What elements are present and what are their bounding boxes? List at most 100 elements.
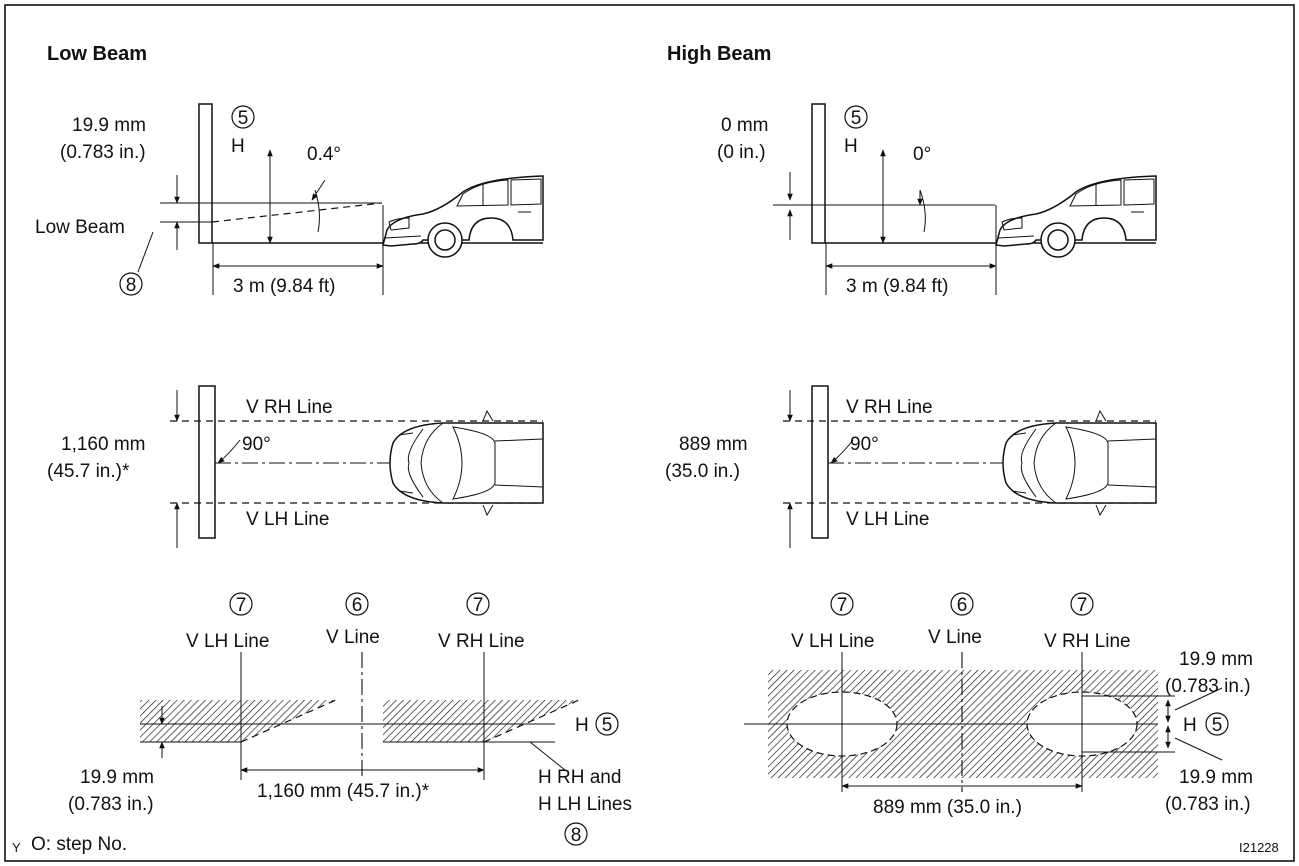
beam-dashed-line <box>211 202 383 223</box>
step-7-number-b: 7 <box>1077 595 1088 616</box>
v-rh-label: V RH Line <box>246 397 333 418</box>
hatch-left <box>140 700 336 742</box>
offset-in: (0 in.) <box>717 142 766 163</box>
cutoff-right-slope <box>483 699 580 743</box>
low-beam-side-view: 19.9 mm (0.783 in.) 5 H 0.4° Low Beam 8 … <box>35 103 544 297</box>
step-5-circle <box>844 105 868 129</box>
angle-label: 0° <box>913 144 931 165</box>
step-6-number: 6 <box>957 595 968 616</box>
step-8-leader <box>137 231 154 273</box>
step-8-number: 8 <box>126 275 137 296</box>
v-lh-label: V LH Line <box>846 509 929 530</box>
offset-mm: 19.9 mm <box>80 767 154 788</box>
distance-label: 3 m (9.84 ft) <box>233 276 335 297</box>
h-label: H <box>1183 715 1197 736</box>
step-7-circle-a <box>229 592 253 616</box>
high-beam-screen-pattern: 7 6 7 V LH Line V Line V RH Line 19.9 mm… <box>744 592 1253 818</box>
width-in: (35.0 in.) <box>665 461 740 482</box>
angle-pointer <box>311 179 326 201</box>
spacing-label: 1,160 mm (45.7 in.)* <box>257 781 430 802</box>
width-mm: 889 mm <box>679 434 748 455</box>
step-7-number-b: 7 <box>473 595 484 616</box>
offset-in: (0.783 in.) <box>60 142 146 163</box>
screen-wall <box>198 385 216 539</box>
v-rh-label: V RH Line <box>1044 631 1131 652</box>
step-8-circle <box>564 822 588 846</box>
step-6-circle <box>950 592 974 616</box>
angle-90-label: 90° <box>850 434 879 455</box>
width-mm: 1,160 mm <box>61 434 145 455</box>
hatch-right <box>383 700 579 742</box>
step-5-number: 5 <box>851 108 862 129</box>
bottom-offset-mm: 19.9 mm <box>1179 767 1253 788</box>
step-7-circle-b <box>1070 592 1094 616</box>
high-beam-side-view: 0 mm (0 in.) 5 H 0° 3 m (9.84 ft) <box>717 103 1157 297</box>
spacing-label: 889 mm (35.0 in.) <box>873 797 1022 818</box>
screen-wall <box>811 103 826 244</box>
cutoff-left-slope <box>240 699 337 743</box>
h-rh-lh-label-2: H LH Lines <box>538 794 632 815</box>
step-8-number: 8 <box>571 825 582 846</box>
angle-label: 0.4° <box>307 144 341 165</box>
h-label: H <box>231 136 245 157</box>
low-beam-line-label: Low Beam <box>35 217 125 238</box>
car-side-view <box>382 175 544 258</box>
h-label: H <box>844 136 858 157</box>
v-lh-label: V LH Line <box>791 631 874 652</box>
offset-mm: 0 mm <box>721 115 769 136</box>
step-legend: O: step No. <box>31 834 127 855</box>
step-7-number-a: 7 <box>236 595 247 616</box>
v-line-label: V Line <box>928 627 982 648</box>
v-lh-label: V LH Line <box>246 509 329 530</box>
h-rh-lh-leader <box>529 741 566 771</box>
screen-wall <box>198 103 213 244</box>
v-rh-label: V RH Line <box>438 631 525 652</box>
corner-mark: Y <box>12 840 21 855</box>
low-beam-title: Low Beam <box>47 43 147 65</box>
angle-arc <box>314 189 320 233</box>
step-6-number: 6 <box>352 595 363 616</box>
step-7-number-a: 7 <box>837 595 848 616</box>
footer: Y O: step No. I21228 <box>12 834 1279 855</box>
offset-in: (0.783 in.) <box>68 794 154 815</box>
figure-id: I21228 <box>1239 840 1279 855</box>
high-beam-section: High Beam 0 mm (0 in.) 5 H 0° 3 m (9.84 … <box>665 43 1253 818</box>
width-in: (45.7 in.)* <box>47 461 130 482</box>
low-beam-section: Low Beam 19.9 mm (0.783 in.) 5 H 0.4° Lo <box>35 43 632 846</box>
step-5-number: 5 <box>1212 715 1223 736</box>
step-5-circle <box>231 105 255 129</box>
step-7-circle-a <box>830 592 854 616</box>
step-5-circle <box>1205 712 1229 736</box>
step-5-number: 5 <box>602 715 613 736</box>
car-side-view <box>995 175 1157 258</box>
right-angle-arc <box>830 439 854 464</box>
diagram-border <box>4 4 1295 862</box>
step-7-circle-b <box>466 592 490 616</box>
top-offset-in: (0.783 in.) <box>1165 676 1251 697</box>
car-top-view <box>389 410 544 516</box>
angle-90-label: 90° <box>242 434 271 455</box>
screen-wall <box>811 385 829 539</box>
angle-arc <box>919 189 926 233</box>
v-rh-label: V RH Line <box>846 397 933 418</box>
h-rh-lh-label-1: H RH and <box>538 767 621 788</box>
step-6-circle <box>345 592 369 616</box>
step-5-number: 5 <box>238 108 249 129</box>
top-offset-mm: 19.9 mm <box>1179 649 1253 670</box>
offset-mm: 19.9 mm <box>72 115 146 136</box>
car-top-view <box>1002 410 1157 516</box>
low-beam-top-view: V RH Line 90° V LH Line 1,160 mm (45.7 i… <box>47 385 544 548</box>
step-8-circle <box>119 272 143 296</box>
h-label: H <box>575 715 589 736</box>
right-angle-arc <box>217 439 241 464</box>
lower-leader <box>1174 737 1223 761</box>
high-beam-top-view: V RH Line 90° V LH Line 889 mm (35.0 in.… <box>665 385 1157 548</box>
step-5-circle <box>595 712 619 736</box>
distance-label: 3 m (9.84 ft) <box>846 276 948 297</box>
upper-leader <box>1174 687 1223 711</box>
v-lh-label: V LH Line <box>186 631 269 652</box>
bottom-offset-in: (0.783 in.) <box>1165 794 1251 815</box>
low-beam-screen-pattern: 7 6 7 V LH Line V Line V RH Line H 5 19.… <box>68 592 632 846</box>
v-line-label: V Line <box>326 627 380 648</box>
